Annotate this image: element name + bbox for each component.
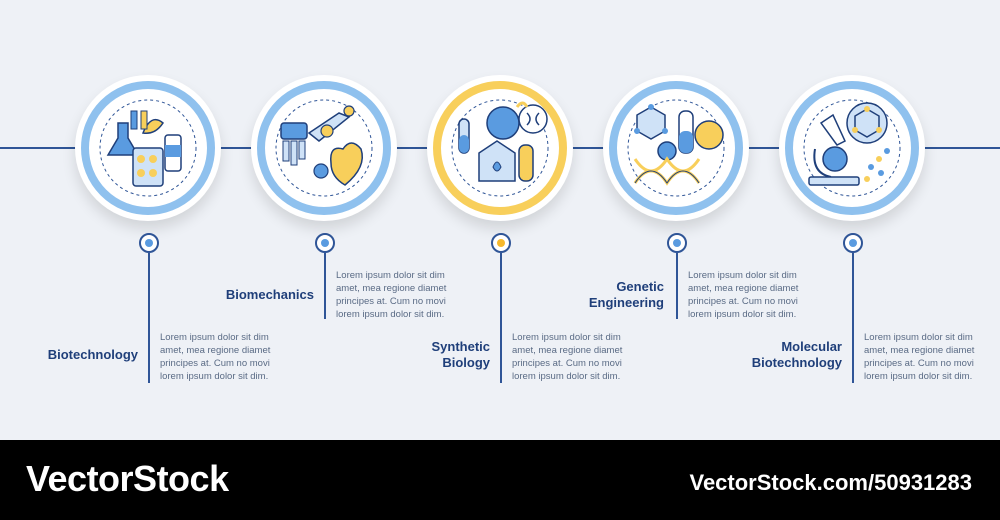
- step-4-title: Genetic Engineering: [536, 279, 664, 311]
- desc-line: amet, mea regione diamet: [864, 345, 975, 356]
- infographic-canvas: Biotechnology Lorem ipsum dolor sit dim …: [0, 75, 1000, 383]
- desc-line: amet, mea regione diamet: [336, 283, 447, 294]
- step-5-title: Molecular Biotechnology: [714, 339, 842, 371]
- biotechnology-icon: [93, 93, 203, 203]
- step-4-connector: [676, 253, 678, 319]
- desc-line: Lorem ipsum dolor sit dim: [688, 270, 797, 281]
- step-2-description: Lorem ipsum dolor sit dim amet, mea regi…: [336, 269, 466, 321]
- desc-line: principes at. Cum no movi: [160, 358, 270, 369]
- step-3-dot: [491, 233, 511, 253]
- step-1-description: Lorem ipsum dolor sit dim amet, mea regi…: [160, 331, 290, 383]
- step-5-title-line: Biotechnology: [751, 355, 842, 370]
- desc-line: lorem ipsum dolor sit dim.: [160, 371, 269, 382]
- desc-line: Lorem ipsum dolor sit dim: [512, 332, 621, 343]
- step-4-dot: [667, 233, 687, 253]
- step-4-description: Lorem ipsum dolor sit dim amet, mea regi…: [688, 269, 818, 321]
- step-3-title-line: Synthetic: [431, 339, 490, 354]
- step-4-title-line: Engineering: [588, 295, 664, 310]
- desc-line: principes at. Cum no movi: [336, 296, 446, 307]
- step-3-connector: [500, 253, 502, 383]
- stock-id: VectorStock.com/50931283: [689, 470, 972, 495]
- desc-line: lorem ipsum dolor sit dim.: [688, 309, 797, 320]
- step-5-circle: [779, 75, 925, 221]
- step-2-dot: [315, 233, 335, 253]
- desc-line: amet, mea regione diamet: [512, 345, 623, 356]
- brand-logo: VectorStock: [26, 458, 229, 499]
- desc-line: principes at. Cum no movi: [864, 358, 974, 369]
- step-5-description: Lorem ipsum dolor sit dim amet, mea regi…: [864, 331, 994, 383]
- molecular-biotechnology-icon: [797, 93, 907, 203]
- step-3-title: Synthetic Biology: [362, 339, 490, 371]
- desc-line: Lorem ipsum dolor sit dim: [336, 270, 445, 281]
- step-4-title-line: Genetic: [616, 279, 664, 294]
- step-4-circle: [603, 75, 749, 221]
- step-5-title-line: Molecular: [781, 339, 842, 354]
- synthetic-biology-icon: [445, 93, 555, 203]
- step-3-circle: [427, 75, 573, 221]
- desc-line: amet, mea regione diamet: [688, 283, 799, 294]
- desc-line: lorem ipsum dolor sit dim.: [512, 371, 621, 382]
- step-5-connector: [852, 253, 854, 383]
- step-2-circle: [251, 75, 397, 221]
- step-1-title-line: Biotechnology: [47, 347, 138, 362]
- step-1-circle: [75, 75, 221, 221]
- desc-line: Lorem ipsum dolor sit dim: [160, 332, 269, 343]
- step-1-connector: [148, 253, 150, 383]
- step-3-title-line: Biology: [442, 355, 490, 370]
- step-1-dot: [139, 233, 159, 253]
- desc-line: lorem ipsum dolor sit dim.: [336, 309, 445, 320]
- desc-line: Lorem ipsum dolor sit dim: [864, 332, 973, 343]
- step-5-dot: [843, 233, 863, 253]
- desc-line: lorem ipsum dolor sit dim.: [864, 371, 973, 382]
- step-3-description: Lorem ipsum dolor sit dim amet, mea regi…: [512, 331, 642, 383]
- genetic-engineering-icon: [621, 93, 731, 203]
- footer-bar: [0, 440, 1000, 520]
- step-2-title-line: Biomechanics: [225, 287, 314, 302]
- biomechanics-icon: [269, 93, 379, 203]
- step-1-title: Biotechnology: [10, 347, 138, 363]
- step-2-connector: [324, 253, 326, 319]
- step-2-title: Biomechanics: [186, 287, 314, 303]
- desc-line: principes at. Cum no movi: [512, 358, 622, 369]
- desc-line: principes at. Cum no movi: [688, 296, 798, 307]
- desc-line: amet, mea regione diamet: [160, 345, 271, 356]
